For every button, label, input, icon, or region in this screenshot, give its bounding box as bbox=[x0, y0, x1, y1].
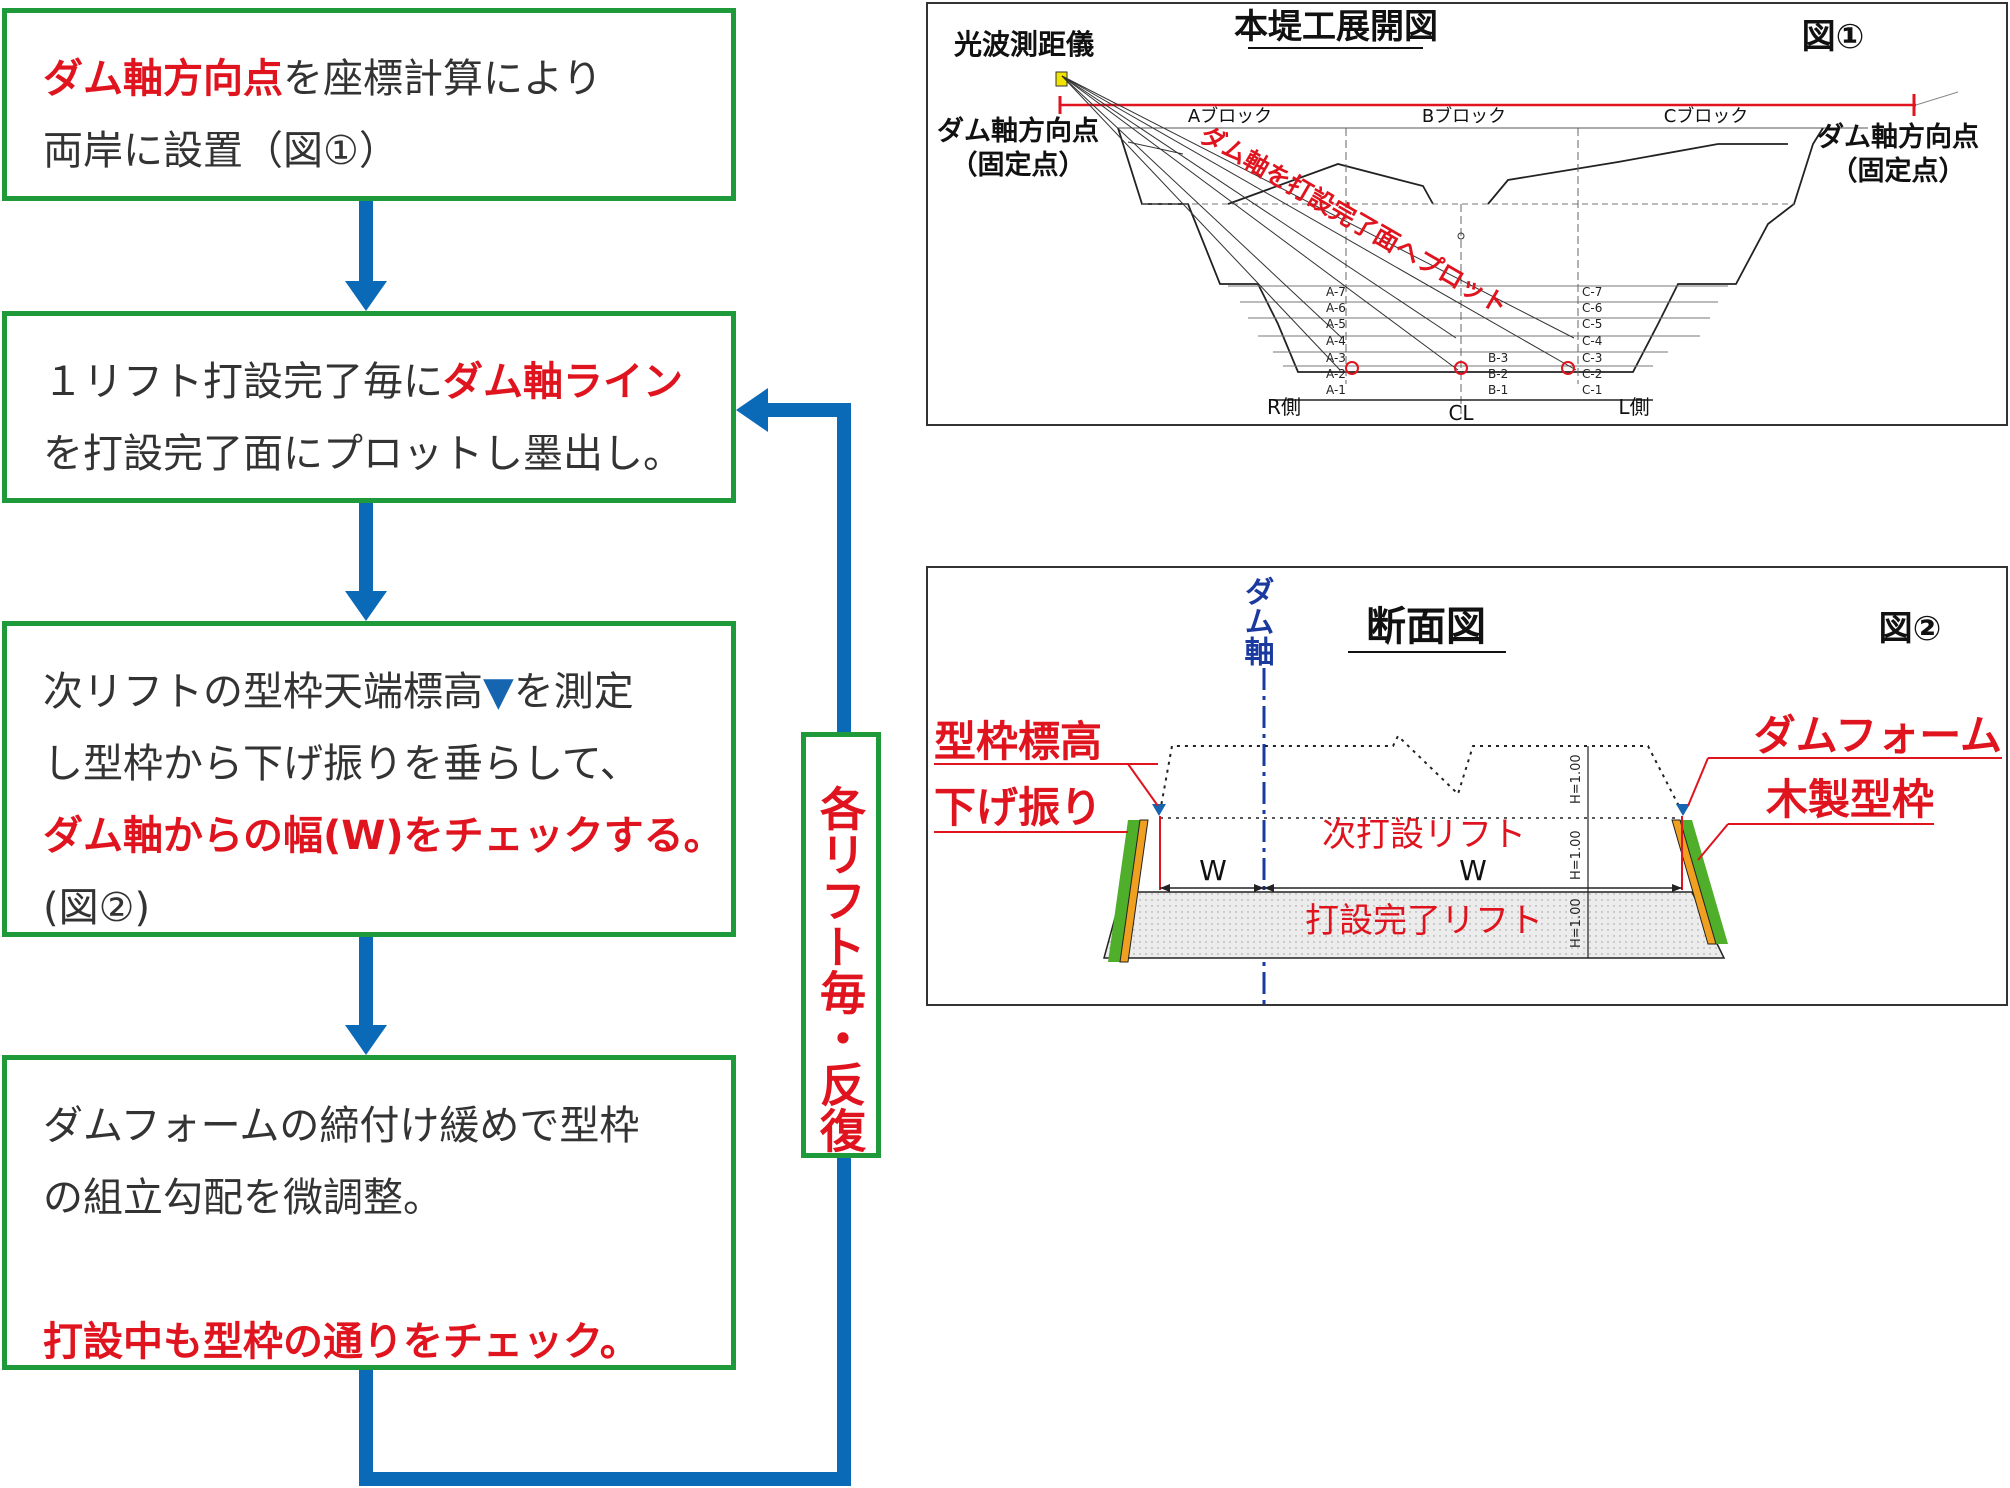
lift-a-3: A-3 bbox=[1326, 351, 1346, 365]
step-text-1: ダム軸方向点を座標計算により両岸に設置（図①） bbox=[43, 43, 602, 187]
loop-up-lower bbox=[837, 1158, 851, 1486]
body-text: を座標計算により bbox=[283, 56, 603, 102]
plot-point-c bbox=[1561, 361, 1575, 375]
lift-a-7: A-7 bbox=[1326, 285, 1346, 299]
highlight-text: ダム軸ライン bbox=[443, 359, 683, 405]
body-text: (図②) bbox=[43, 885, 151, 931]
elevation-triangle-icon: ▼ bbox=[483, 669, 514, 715]
plot-point-a bbox=[1345, 361, 1359, 375]
figure-2-panel: 断面図 図② ダム軸 W W H=1.00 H=1.00 H=1.00 次打設リ… bbox=[926, 566, 2008, 1006]
fig2-plumb: 下げ振り bbox=[934, 783, 1102, 832]
completed-lift-area bbox=[1103, 891, 1726, 959]
fig1-title: 本堤工展開図 bbox=[1234, 7, 1438, 47]
highlight-text: ダム軸からの幅(W)をチェックする。 bbox=[43, 813, 724, 859]
fig2-title: 断面図 bbox=[1366, 604, 1486, 650]
fig1-point-right-sub: （固定点） bbox=[1831, 155, 1966, 187]
left-dam-form bbox=[1108, 820, 1140, 962]
lift-c-7: C-7 bbox=[1582, 285, 1602, 299]
arrow-3-head bbox=[345, 1025, 387, 1055]
lift-c-6: C-6 bbox=[1582, 301, 1602, 315]
block-c-label: Cブロック bbox=[1664, 105, 1749, 127]
fig1-point-left: ダム軸方向点 bbox=[937, 115, 1099, 147]
fig1-point-right: ダム軸方向点 bbox=[1817, 121, 1979, 153]
dam-profile bbox=[1117, 127, 1824, 373]
lift-a-4: A-4 bbox=[1326, 334, 1346, 348]
h-label-3: H=1.00 bbox=[1569, 898, 1584, 948]
loop-bottom bbox=[359, 1472, 851, 1486]
right-elevation-marker bbox=[1676, 804, 1690, 816]
fig2-wood-form: 木製型枠 bbox=[1766, 775, 1934, 824]
step-text-4: ダムフォームの締付け緩めで型枠の組立勾配を微調整。打設中も型枠の通りをチェック。 bbox=[43, 1090, 640, 1378]
lift-a-6: A-6 bbox=[1326, 301, 1346, 315]
loop-down bbox=[359, 1370, 373, 1486]
side-l-label: L側 bbox=[1618, 395, 1649, 419]
h-label-1: H=1.00 bbox=[1569, 754, 1584, 804]
arrow-2-shaft bbox=[359, 503, 373, 591]
body-text: を打設完了面にプロットし墨出し。 bbox=[43, 431, 683, 477]
block-b-label: Bブロック bbox=[1422, 105, 1506, 127]
plot-point-b bbox=[1454, 361, 1468, 375]
right-dam-form bbox=[1680, 820, 1728, 944]
lift-a-2: A-2 bbox=[1326, 367, 1346, 381]
lift-b-1: B-1 bbox=[1488, 383, 1508, 397]
fig2-dam-form: ダムフォーム bbox=[1754, 711, 2002, 760]
fig1-instrument: 光波測距儀 bbox=[953, 28, 1094, 61]
lift-c-2: C-2 bbox=[1582, 367, 1602, 381]
loop-label-text: 各リフト毎・反復 bbox=[813, 785, 867, 1153]
lift-a-1: A-1 bbox=[1326, 383, 1346, 397]
w-label-right: W bbox=[1459, 854, 1487, 887]
side-r-label: R側 bbox=[1267, 395, 1301, 419]
lift-c-5: C-5 bbox=[1582, 317, 1602, 331]
figure-1-panel: 本堤工展開図 図① 光波測距儀 Aブロック Bブロック Cブロック bbox=[926, 2, 2008, 426]
body-text: し型枠から下げ振りを垂らして、 bbox=[43, 741, 640, 787]
body-text: 次リフトの型枠天端標高 bbox=[43, 669, 483, 715]
step-box-1: ダム軸方向点を座標計算により両岸に設置（図①） bbox=[2, 8, 736, 201]
loop-label-box: 各リフト毎・反復 bbox=[801, 732, 881, 1158]
fig2-next-lift: 次打設リフト bbox=[1322, 815, 1526, 855]
left-elevation-marker bbox=[1152, 804, 1166, 816]
lift-c-1: C-1 bbox=[1582, 383, 1602, 397]
lift-a-5: A-5 bbox=[1326, 317, 1346, 331]
fig1-plot-note: ダム軸を打設完了面へプロット bbox=[1195, 120, 1513, 320]
fig2-done-lift: 打設完了リフト bbox=[1305, 901, 1543, 941]
step-text-3: 次リフトの型枠天端標高▼を測定し型枠から下げ振りを垂らして、ダム軸からの幅(W)… bbox=[43, 656, 724, 944]
figure-1-drawing: 本堤工展開図 図① 光波測距儀 Aブロック Bブロック Cブロック bbox=[937, 7, 1979, 425]
arrow-2-head bbox=[345, 591, 387, 621]
body-text: 両岸に設置（図①） bbox=[43, 128, 399, 174]
left-wood-form bbox=[1119, 819, 1149, 963]
side-cl-label: CL bbox=[1448, 401, 1474, 424]
arrow-1-head bbox=[345, 281, 387, 311]
lift-b-2: B-2 bbox=[1488, 367, 1508, 381]
arrow-3-shaft bbox=[359, 937, 373, 1025]
body-text: １リフト打設完了毎に bbox=[43, 359, 443, 405]
lift-b-3: B-3 bbox=[1488, 351, 1508, 365]
step-box-2: １リフト打設完了毎にダム軸ラインを打設完了面にプロットし墨出し。 bbox=[2, 311, 736, 503]
step-box-4: ダムフォームの締付け緩めで型枠の組立勾配を微調整。打設中も型枠の通りをチェック。 bbox=[2, 1055, 736, 1370]
block-a-label: Aブロック bbox=[1188, 105, 1272, 127]
step-box-3: 次リフトの型枠天端標高▼を測定し型枠から下げ振りを垂らして、ダム軸からの幅(W)… bbox=[2, 621, 736, 937]
fig2-form-elevation: 型枠標高 bbox=[934, 717, 1102, 766]
h-label-2: H=1.00 bbox=[1569, 830, 1584, 880]
body-text: の組立勾配を微調整。 bbox=[43, 1175, 443, 1221]
highlight-text: ダム軸方向点 bbox=[43, 56, 283, 102]
figure-2-drawing: 断面図 図② ダム軸 W W H=1.00 H=1.00 H=1.00 次打設リ… bbox=[934, 576, 2002, 1004]
highlight-text: 打設中も型枠の通りをチェック。 bbox=[43, 1319, 640, 1365]
step-text-2: １リフト打設完了毎にダム軸ラインを打設完了面にプロットし墨出し。 bbox=[43, 346, 683, 490]
body-text: を測定 bbox=[513, 669, 634, 715]
lift-c-4: C-4 bbox=[1582, 334, 1602, 348]
fig2-number: 図② bbox=[1879, 609, 1942, 649]
w-label-left: W bbox=[1199, 854, 1227, 887]
fig1-point-left-sub: （固定点） bbox=[951, 149, 1086, 181]
fig2-axis-label: ダム軸 bbox=[1239, 576, 1275, 666]
fig1-number: 図① bbox=[1802, 17, 1865, 57]
loop-up-upper bbox=[837, 403, 851, 732]
loop-top bbox=[766, 403, 851, 417]
arrow-1-shaft bbox=[359, 201, 373, 281]
body-text: ダムフォームの締付け緩めで型枠 bbox=[43, 1103, 640, 1149]
loop-head bbox=[736, 388, 768, 432]
lift-c-3: C-3 bbox=[1582, 351, 1602, 365]
